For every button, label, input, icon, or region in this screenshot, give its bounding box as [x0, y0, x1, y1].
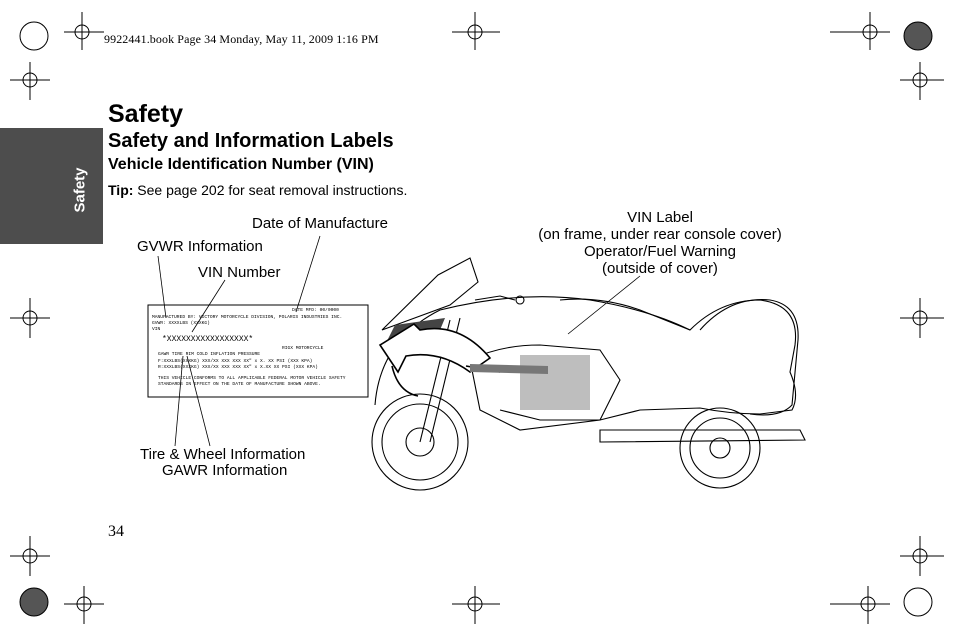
subsection-title: Vehicle Identification Number (VIN)	[108, 156, 374, 173]
vin-sticker-text: DATE MFD: 00/0000 MANUFACTURED BY: VICTO…	[152, 308, 364, 394]
sticker-vin-label: VIN	[152, 327, 161, 332]
sticker-compliance-2: STANDARDS IN EFFECT ON THE DATE OF MANUF…	[158, 382, 321, 387]
page-number: 34	[108, 523, 124, 540]
sticker-date: DATE MFD: 00/0000	[292, 308, 339, 313]
callout-vin-label-1: VIN Label	[627, 209, 693, 226]
motorcycle-drawing	[371, 257, 806, 491]
tip-line: Tip: See page 202 for seat removal instr…	[108, 182, 407, 198]
callout-date-of-manufacture: Date of Manufacture	[252, 215, 388, 232]
tip-text: See page 202 for seat removal instructio…	[137, 182, 408, 198]
callout-vin-label-2: (on frame, under rear console cover)	[538, 226, 782, 243]
sticker-gvwr: GVWR: XXXXLBS (XXXKG)	[152, 321, 210, 326]
registration-marks	[10, 12, 944, 624]
sticker-table-header: GAWR TIRE RIM COLD INFLATION PRESSURE	[158, 352, 260, 357]
sticker-compliance-1: THIS VEHICLE CONFORMS TO ALL APPLICABLE …	[158, 376, 346, 381]
callout-tire-wheel: Tire & Wheel Information	[140, 446, 306, 463]
vin-sticker	[147, 304, 369, 398]
callout-gvwr: GVWR Information	[137, 238, 263, 255]
curved-arrow	[378, 322, 492, 374]
sticker-vin-value: *XXXXXXXXXXXXXXXXX*	[162, 335, 254, 344]
callout-gawr: GAWR Information	[162, 462, 288, 479]
tip-label: Tip:	[108, 182, 134, 198]
leader-lines	[157, 235, 641, 447]
page-title: Safety	[108, 100, 184, 128]
sticker-class: RIGX MOTORCYCLE	[282, 346, 324, 351]
callout-vin-label: VIN Label (on frame, under rear console …	[529, 209, 791, 277]
section-title: Safety and Information Labels	[108, 130, 394, 152]
sticker-line1: MANUFACTURED BY: VICTORY MOTORCYCLE DIVI…	[152, 315, 343, 320]
side-tab	[0, 128, 103, 244]
sticker-row2: R:XXXLBS(XXXKG) XXX/XX XXX XXX XX" x X.X…	[158, 365, 318, 370]
callout-vin-label-3: Operator/Fuel Warning	[583, 243, 736, 260]
callout-vin-number: VIN Number	[198, 264, 281, 281]
print-header: 9922441.book Page 34 Monday, May 11, 200…	[104, 32, 379, 46]
callout-vin-label-4: (outside of cover)	[602, 260, 718, 277]
sticker-row1: F:XXXLBS(XXXKG) XXX/XX XXX XXX XX" x X. …	[158, 359, 313, 364]
